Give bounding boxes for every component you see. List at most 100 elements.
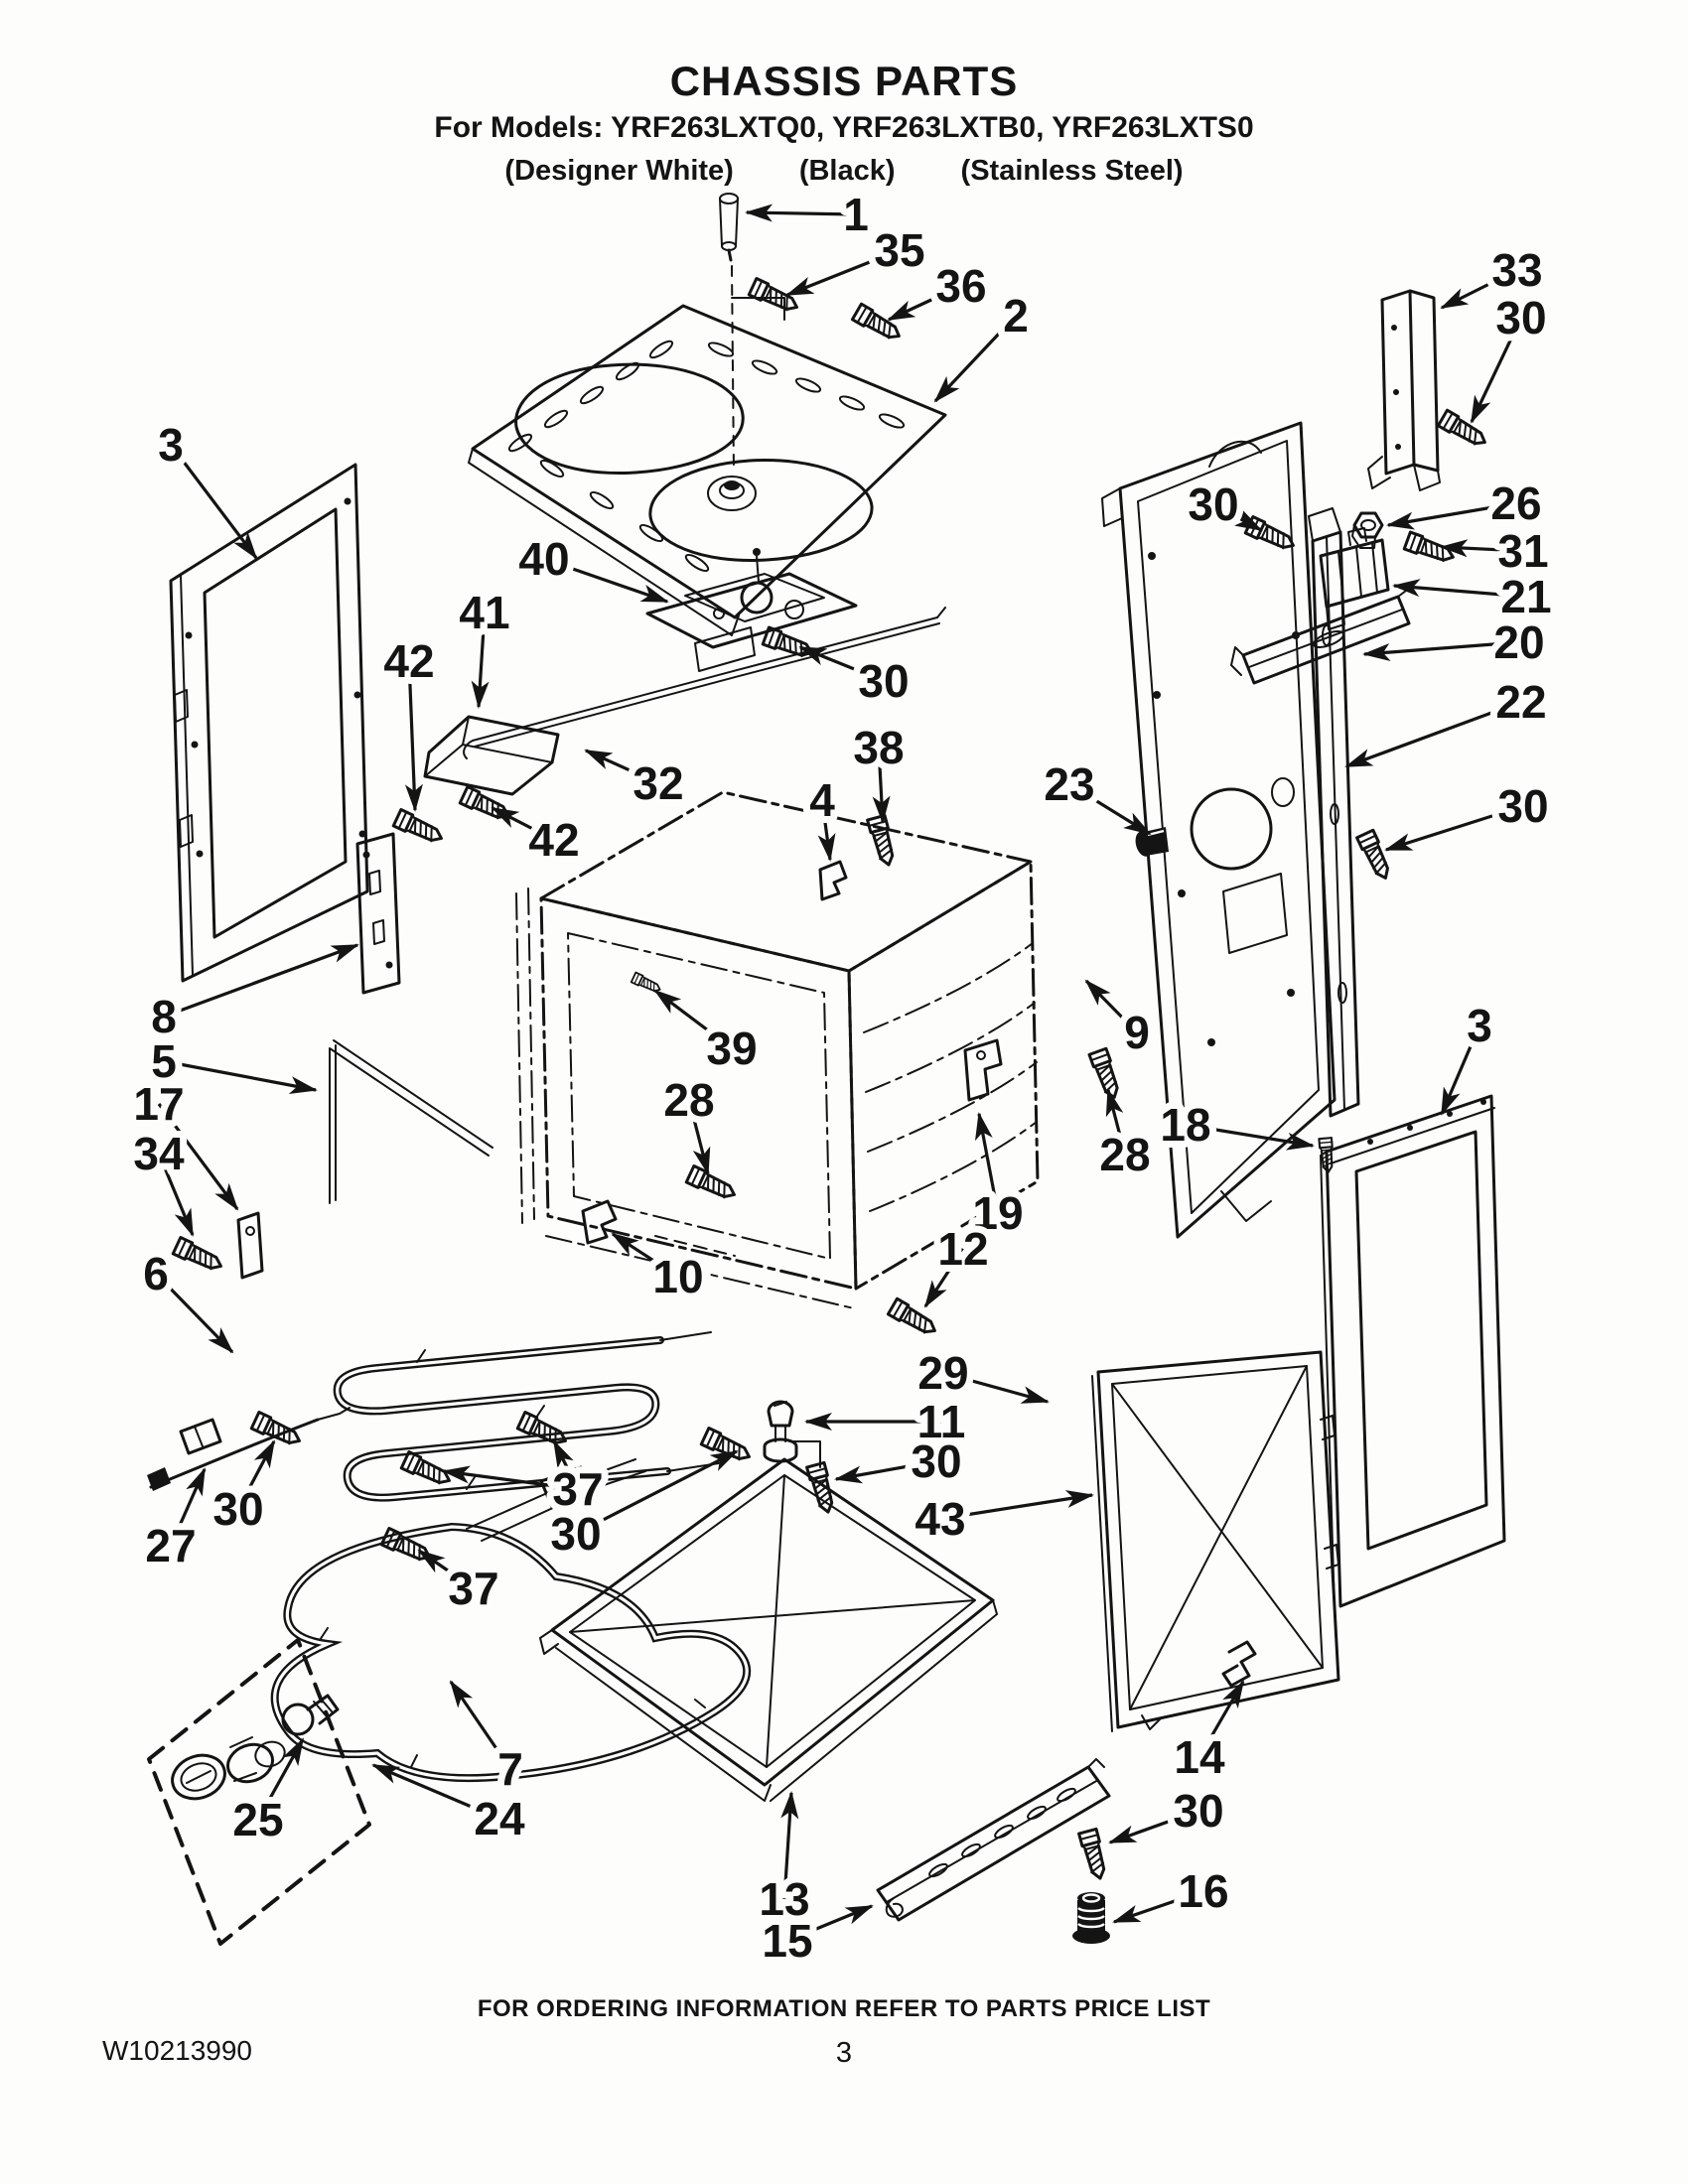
callout-label: 30 bbox=[550, 1508, 601, 1560]
callout-arrow bbox=[1384, 804, 1524, 852]
callout-arrow bbox=[154, 1272, 234, 1354]
callout-18-31: 18 bbox=[1153, 1092, 1315, 1158]
callout-label: 29 bbox=[917, 1347, 968, 1399]
callout-34-26: 34 bbox=[126, 1121, 195, 1237]
callout-label: 30 bbox=[1173, 1785, 1223, 1837]
part-channel-bracket bbox=[1230, 590, 1411, 685]
callout-arrow bbox=[471, 612, 490, 709]
callout-arrow bbox=[157, 1103, 239, 1211]
callout-label: 42 bbox=[383, 635, 434, 687]
callout-arrow bbox=[1185, 1123, 1315, 1151]
doc-number: W10213990 bbox=[102, 2035, 253, 2066]
callout-arrow bbox=[1470, 317, 1523, 424]
callout-arrow bbox=[887, 284, 962, 322]
part-broil-element bbox=[270, 1458, 752, 1783]
part-nut bbox=[1351, 511, 1384, 549]
part-foot bbox=[1072, 1892, 1110, 1944]
callout-label: 25 bbox=[232, 1794, 283, 1845]
callout-arrow bbox=[1440, 1024, 1481, 1116]
callout-arrow bbox=[1392, 579, 1527, 599]
callout-30-17: 30 bbox=[798, 645, 916, 714]
callout-label: 17 bbox=[133, 1078, 184, 1130]
callout-label: 10 bbox=[652, 1251, 703, 1302]
callout-arrow bbox=[975, 1112, 1000, 1214]
callout-label: 34 bbox=[133, 1128, 185, 1179]
callout-label: 24 bbox=[474, 1793, 525, 1844]
callout-label: 14 bbox=[1174, 1731, 1225, 1783]
callout-arrow bbox=[1440, 539, 1524, 558]
callout-arrow bbox=[404, 660, 423, 812]
callout-arrow bbox=[1212, 502, 1263, 532]
callout-arrow bbox=[1440, 268, 1518, 310]
callout-arrow bbox=[923, 1248, 965, 1308]
callout-arrow bbox=[157, 1153, 195, 1237]
callout-label: 37 bbox=[552, 1463, 603, 1515]
models-line: For Models: YRF263LXTQ0, YRF263LXTB0, YR… bbox=[434, 111, 1254, 144]
callout-arrow bbox=[1362, 640, 1520, 661]
callout-40-14: 40 bbox=[511, 526, 669, 604]
callout-6-34: 6 bbox=[136, 1241, 234, 1354]
callout-arrow bbox=[817, 799, 836, 862]
callout-30-52: 30 bbox=[1108, 1778, 1231, 1844]
callout-31-9: 31 bbox=[1440, 518, 1556, 584]
callout-arrow bbox=[575, 1449, 739, 1536]
callout-43-40: 43 bbox=[908, 1486, 1094, 1552]
callout-arrow bbox=[798, 645, 885, 683]
callout-label: 26 bbox=[1490, 478, 1541, 529]
callout-arrow bbox=[786, 1904, 874, 1943]
part-main-top-panel bbox=[468, 304, 947, 636]
finish-stainless: (Stainless Steel) bbox=[960, 155, 1184, 187]
callout-arrow bbox=[785, 248, 901, 297]
callout-label: 21 bbox=[1500, 571, 1551, 622]
callout-30-7: 30 bbox=[1181, 472, 1263, 537]
callout-label: 37 bbox=[448, 1563, 498, 1614]
callout-36-2: 36 bbox=[887, 253, 994, 322]
callout-label: 4 bbox=[809, 774, 835, 826]
callout-label: 23 bbox=[1044, 758, 1094, 810]
callout-42-19: 42 bbox=[491, 806, 587, 873]
finish-black: (Black) bbox=[798, 155, 896, 187]
callout-label: 3 bbox=[158, 419, 184, 471]
callout-arrow bbox=[1344, 700, 1522, 768]
callout-label: 30 bbox=[1188, 478, 1238, 530]
callout-26-8: 26 bbox=[1386, 471, 1549, 536]
page-title: CHASSIS PARTS bbox=[669, 58, 1019, 104]
callout-41-15: 41 bbox=[452, 580, 517, 709]
part-clip-4 bbox=[818, 860, 848, 901]
callout-arrow bbox=[584, 749, 659, 785]
part-clip-14 bbox=[1221, 1640, 1257, 1688]
callout-arrow bbox=[611, 1232, 679, 1279]
callout-21-10: 21 bbox=[1392, 564, 1559, 629]
footer-note: FOR ORDERING INFORMATION REFER TO PARTS … bbox=[477, 1995, 1211, 2022]
part-latch-assembly bbox=[645, 548, 858, 672]
part-right-side-panel bbox=[1320, 1094, 1506, 1611]
part-light-kit bbox=[147, 1638, 371, 1946]
callout-9-29: 9 bbox=[1084, 979, 1157, 1065]
part-wire-harness bbox=[147, 1407, 351, 1491]
callout-arrow bbox=[939, 1490, 1094, 1521]
callout-25-47: 25 bbox=[225, 1737, 305, 1852]
callout-12-36: 12 bbox=[923, 1216, 996, 1308]
callout-arrow bbox=[552, 1439, 580, 1490]
callout-label: 19 bbox=[972, 1187, 1023, 1239]
part-electrode bbox=[719, 193, 785, 474]
callout-label: 30 bbox=[1497, 780, 1548, 832]
part-strap bbox=[236, 1211, 264, 1280]
callout-label: 28 bbox=[1099, 1129, 1150, 1180]
callout-label: 30 bbox=[212, 1483, 263, 1535]
callout-label: 7 bbox=[497, 1743, 523, 1795]
callout-30-44: 30 bbox=[543, 1449, 739, 1567]
callout-arrow bbox=[543, 557, 669, 604]
callout-11-38: 11 bbox=[804, 1389, 972, 1454]
callout-15-50: 15 bbox=[755, 1904, 874, 1974]
callout-label: 41 bbox=[459, 587, 509, 638]
part-clip-10 bbox=[581, 1199, 618, 1245]
callout-label: 20 bbox=[1493, 616, 1544, 668]
part-leveling-leg bbox=[763, 1400, 821, 1468]
callout-38-20: 38 bbox=[846, 715, 912, 824]
part-plug-23 bbox=[1135, 827, 1169, 857]
callout-arrow bbox=[236, 1439, 276, 1510]
callout-33-4: 33 bbox=[1440, 237, 1550, 310]
part-hinge-plate bbox=[355, 832, 401, 995]
